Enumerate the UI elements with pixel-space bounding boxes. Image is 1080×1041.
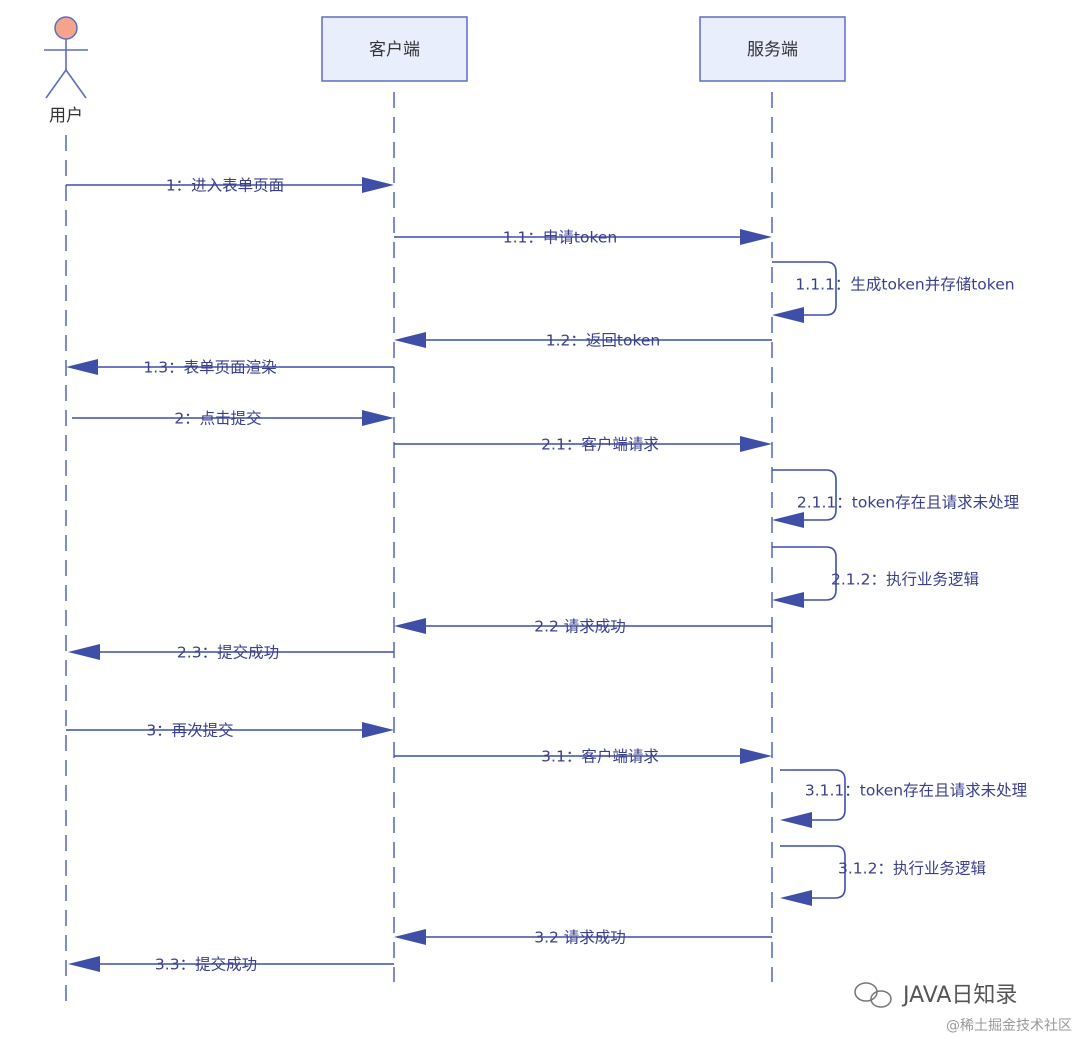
messages-layer: 1：进入表单页面 1.1：申请token 1.1.1：生成token并存储token…	[0, 0, 1028, 974]
message-m2-3: 2.3：提交成功	[0, 0, 394, 662]
actor-head	[54, 16, 78, 40]
message-m3-3: 3.3：提交成功	[0, 0, 394, 974]
message-m1-1: 1.1：申请token	[0, 0, 772, 247]
message-label: 3：再次提交	[146, 722, 233, 740]
message-arrowhead	[362, 177, 394, 193]
self-message-line	[780, 845, 846, 899]
message-arrowhead	[362, 722, 394, 738]
message-label: 2.3：提交成功	[177, 644, 279, 662]
message-arrowhead	[772, 307, 804, 323]
message-label: 1.3：表单页面渲染	[143, 359, 276, 377]
message-m2: 2：点击提交	[0, 0, 394, 428]
message-m3-1-1: 3.1.1：token存在且请求未处理	[780, 769, 1028, 828]
message-m2-1: 2.1：客户端请求	[0, 0, 772, 454]
actor-left-leg	[45, 69, 67, 99]
participant-user-label: 用户	[49, 106, 83, 126]
message-label: 2.1：客户端请求	[541, 436, 659, 454]
message-arrowhead	[772, 512, 804, 528]
participant-server-box	[699, 16, 846, 82]
participant-client: 客户端	[321, 16, 468, 82]
message-m1-3: 1.3：表单页面渲染	[0, 0, 394, 377]
message-arrowhead	[780, 890, 812, 906]
message-m1-1-1: 1.1.1：生成token并存储token	[0, 0, 1015, 323]
message-m3: 3：再次提交	[0, 0, 394, 740]
message-label: 1：进入表单页面	[166, 177, 284, 195]
message-arrowhead	[780, 812, 812, 828]
message-label: 1.1.1：生成token并存储token	[795, 276, 1014, 294]
message-label: 3.3：提交成功	[155, 956, 257, 974]
message-label: 2.2 请求成功	[534, 618, 626, 636]
message-label: 1.1：申请token	[503, 229, 618, 247]
wechat-icon	[854, 982, 892, 1008]
message-label: 3.1：客户端请求	[541, 748, 659, 766]
message-arrowhead	[772, 592, 804, 608]
message-arrowhead	[740, 229, 772, 245]
message-arrowhead	[394, 332, 426, 348]
message-arrowhead	[394, 929, 426, 945]
message-m2-2: 2.2 请求成功	[0, 0, 772, 636]
message-label: 2：点击提交	[174, 410, 261, 428]
watermark: JAVA日知录 @稀土掘金技术社区	[854, 982, 1072, 1034]
actor-right-leg	[65, 69, 87, 99]
message-arrowhead	[68, 644, 100, 660]
participant-server: 服务端	[699, 16, 846, 82]
message-label: 3.2 请求成功	[534, 929, 626, 947]
message-label: 2.1.2：执行业务逻辑	[831, 571, 979, 589]
message-m3-2: 3.2 请求成功	[394, 928, 772, 947]
participant-server-label: 服务端	[747, 40, 798, 60]
message-m3-1: 3.1：客户端请求	[394, 747, 772, 766]
message-arrowhead	[394, 618, 426, 634]
message-arrowhead	[740, 748, 772, 764]
message-label: 1.2：返回token	[546, 332, 661, 350]
message-label: 2.1.1：token存在且请求未处理	[797, 494, 1019, 512]
message-arrowhead	[66, 359, 98, 375]
watermark-source: @稀土掘金技术社区	[946, 1018, 1072, 1034]
message-m2-1-2: 2.1.2：执行业务逻辑	[772, 546, 979, 608]
self-message-line	[772, 469, 837, 521]
self-message-line	[772, 546, 837, 601]
actor-user: 用户	[44, 16, 88, 126]
message-arrowhead	[362, 410, 394, 426]
self-message-line	[780, 769, 846, 821]
participant-client-label: 客户端	[369, 40, 420, 60]
message-label: 3.1.1：token存在且请求未处理	[805, 782, 1027, 800]
message-m3-1-2: 3.1.2：执行业务逻辑	[780, 845, 986, 906]
participant-client-box	[321, 16, 468, 82]
message-label-background	[0, 0, 2, 1]
message-label: 3.1.2：执行业务逻辑	[838, 860, 986, 878]
message-m1: 1：进入表单页面	[0, 0, 394, 195]
message-arrowhead	[740, 436, 772, 452]
message-m2-1-1: 2.1.1：token存在且请求未处理	[0, 0, 1019, 528]
self-message-line	[772, 261, 837, 316]
message-arrowhead	[68, 956, 100, 972]
watermark-account: JAVA日知录	[901, 983, 1017, 1008]
